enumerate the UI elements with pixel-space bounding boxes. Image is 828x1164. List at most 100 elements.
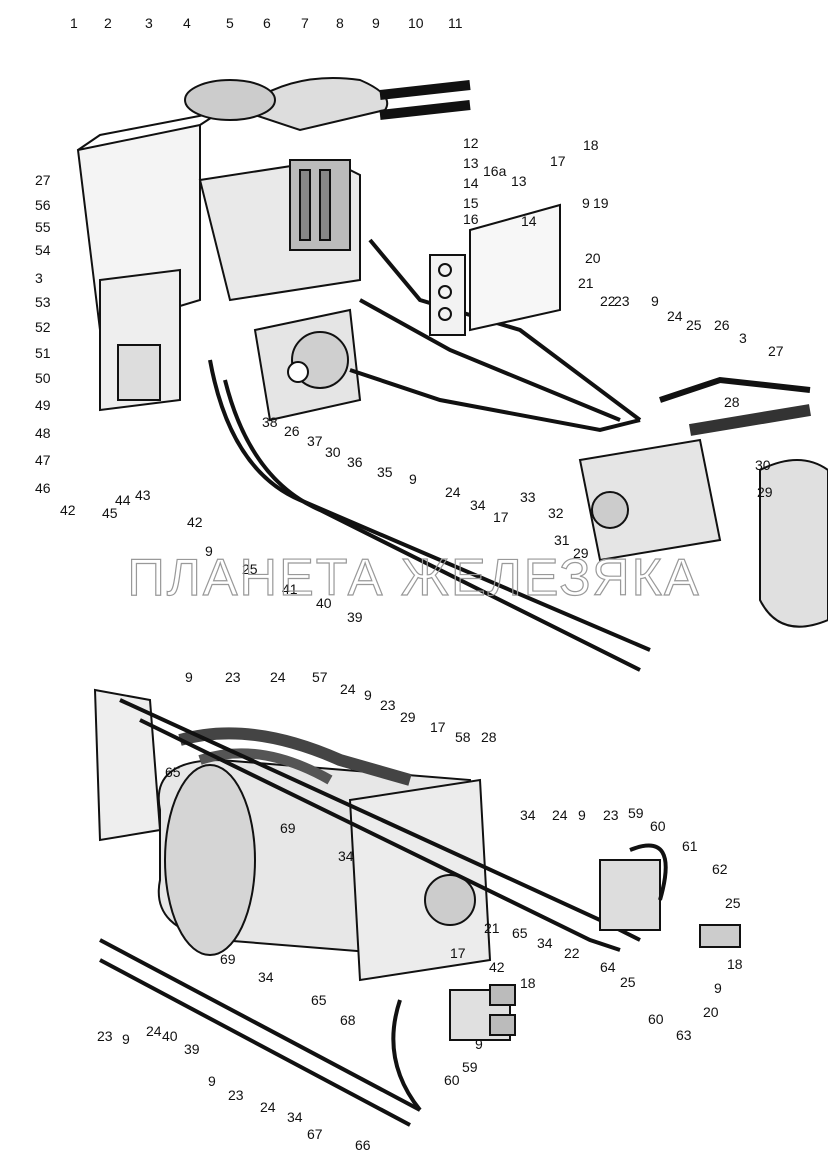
- top-callout-4: 4: [183, 15, 191, 31]
- top-callout-9: 9: [372, 15, 380, 31]
- top-callout-36: 36: [347, 454, 363, 470]
- bottom-callout-67: 67: [307, 1126, 323, 1142]
- top-callout-9: 9: [651, 293, 659, 309]
- top-callout-32: 32: [548, 505, 564, 521]
- top-callout-47: 47: [35, 452, 51, 468]
- bottom-callout-24: 24: [552, 807, 568, 823]
- top-callout-20: 20: [585, 250, 601, 266]
- top-callout-53: 53: [35, 294, 51, 310]
- top-callout-55: 55: [35, 219, 51, 235]
- top-callout-14: 14: [521, 213, 537, 229]
- bottom-callout-65: 65: [512, 925, 528, 941]
- top-callout-50: 50: [35, 370, 51, 386]
- bottom-callout-58: 58: [455, 729, 471, 745]
- top-callout-17: 17: [493, 509, 509, 525]
- top-callout-3: 3: [145, 15, 153, 31]
- top-callout-16: 16: [463, 211, 479, 227]
- bottom-callout-17: 17: [450, 945, 466, 961]
- bottom-callout-9: 9: [208, 1073, 216, 1089]
- top-callout-52: 52: [35, 319, 51, 335]
- bottom-callout-18: 18: [520, 975, 536, 991]
- top-callout-3: 3: [739, 330, 747, 346]
- bottom-callout-24: 24: [146, 1023, 162, 1039]
- top-callout-51: 51: [35, 345, 51, 361]
- bottom-callout-65: 65: [311, 992, 327, 1008]
- bottom-callout-22: 22: [564, 945, 580, 961]
- bottom-callout-60: 60: [444, 1072, 460, 1088]
- top-callout-10: 10: [408, 15, 424, 31]
- bottom-callout-18: 18: [727, 956, 743, 972]
- top-callout-46: 46: [35, 480, 51, 496]
- top-callout-23: 23: [614, 293, 630, 309]
- bottom-callout-57: 57: [312, 669, 328, 685]
- bottom-callout-69: 69: [220, 951, 236, 967]
- bottom-illustration: [93, 688, 741, 1127]
- bottom-callout-9: 9: [578, 807, 586, 823]
- bottom-callout-69: 69: [280, 820, 296, 836]
- bottom-callout-42: 42: [489, 959, 505, 975]
- top-callout-44: 44: [115, 492, 131, 508]
- top-callout-48: 48: [35, 425, 51, 441]
- top-callout-12: 12: [463, 135, 479, 151]
- bottom-callout-24: 24: [260, 1099, 276, 1115]
- top-callout-33: 33: [520, 489, 536, 505]
- top-callout-49: 49: [35, 397, 51, 413]
- top-callout-30: 30: [325, 444, 341, 460]
- bottom-callout-59: 59: [628, 805, 644, 821]
- top-callout-25: 25: [686, 317, 702, 333]
- top-callout-9: 9: [409, 471, 417, 487]
- top-callout-1: 1: [70, 15, 78, 31]
- bottom-callout-63: 63: [676, 1027, 692, 1043]
- top-callout-35: 35: [377, 464, 393, 480]
- bottom-callout-34: 34: [537, 935, 553, 951]
- top-callout-11: 11: [448, 15, 463, 31]
- top-callout-29: 29: [573, 545, 589, 561]
- top-callout-56: 56: [35, 197, 51, 213]
- top-callout-26: 26: [284, 423, 300, 439]
- bottom-callout-65: 65: [165, 764, 181, 780]
- top-callout-14: 14: [463, 175, 479, 191]
- bottom-callout-61: 61: [682, 838, 698, 854]
- top-callout-9: 9: [205, 543, 213, 559]
- bottom-callout-23: 23: [603, 807, 619, 823]
- bottom-callout-9: 9: [185, 669, 193, 685]
- bottom-callout-28: 28: [481, 729, 497, 745]
- bottom-callout-34: 34: [287, 1109, 303, 1125]
- bottom-callout-23: 23: [228, 1087, 244, 1103]
- top-callout-21: 21: [578, 275, 594, 291]
- bottom-callout-40: 40: [162, 1028, 178, 1044]
- top-callout-15: 15: [463, 195, 479, 211]
- top-callout-43: 43: [135, 487, 151, 503]
- bottom-callout-64: 64: [600, 959, 616, 975]
- bottom-callout-17: 17: [430, 719, 446, 735]
- bottom-callout-62: 62: [712, 861, 728, 877]
- top-callout-42: 42: [187, 514, 203, 530]
- top-callout-31: 31: [554, 532, 570, 548]
- top-callout-17: 17: [550, 153, 566, 169]
- top-callout-16a: 16a: [483, 163, 507, 179]
- top-callout-13: 13: [511, 173, 527, 189]
- bottom-callout-60: 60: [650, 818, 666, 834]
- top-callout-3: 3: [35, 270, 43, 286]
- top-callout-27: 27: [35, 172, 51, 188]
- top-callout-27: 27: [768, 343, 784, 359]
- bottom-callout-21: 21: [484, 920, 500, 936]
- top-callout-26: 26: [714, 317, 730, 333]
- top-callout-42: 42: [60, 502, 76, 518]
- bottom-callout-24: 24: [270, 669, 286, 685]
- bottom-callout-68: 68: [340, 1012, 356, 1028]
- top-callout-34: 34: [470, 497, 486, 513]
- top-callout-2: 2: [104, 15, 112, 31]
- top-callout-8: 8: [336, 15, 344, 31]
- bottom-callout-23: 23: [380, 697, 396, 713]
- bottom-callout-20: 20: [703, 1004, 719, 1020]
- bottom-callout-66: 66: [355, 1137, 371, 1153]
- top-callout-37: 37: [307, 433, 323, 449]
- top-callout-9: 9: [582, 195, 590, 211]
- top-callout-5: 5: [226, 15, 234, 31]
- top-callout-18: 18: [583, 137, 599, 153]
- bottom-callout-23: 23: [97, 1028, 113, 1044]
